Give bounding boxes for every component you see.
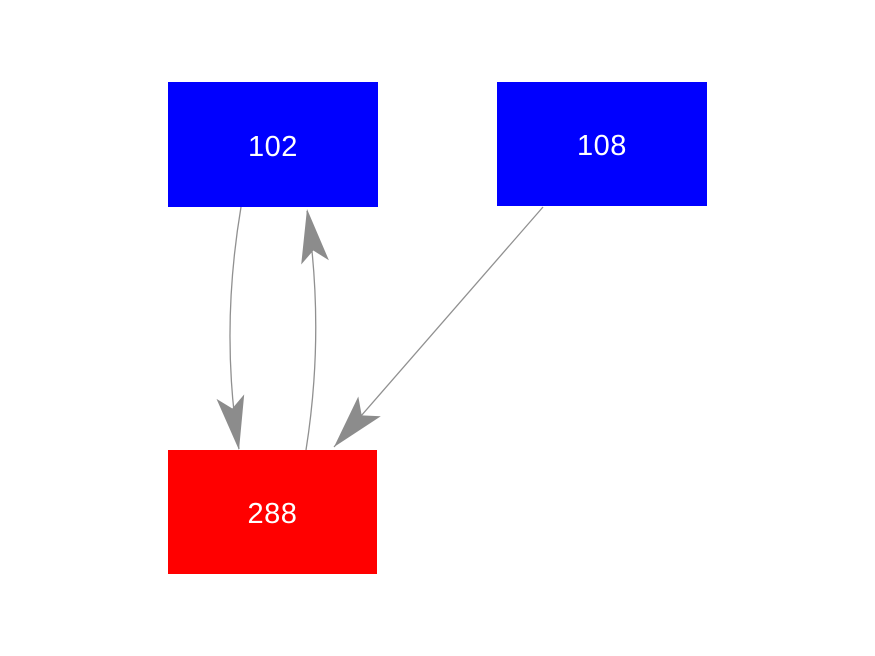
- arrowhead-up-into-102: [301, 209, 329, 265]
- arrowhead-down-into-288: [216, 394, 245, 450]
- edge-102-to-288: [216, 206, 245, 450]
- node-108-label: 108: [577, 130, 627, 162]
- node-102[interactable]: 102: [168, 82, 378, 207]
- edge-288-to-102-line: [305, 210, 317, 451]
- node-102-label: 102: [248, 130, 298, 163]
- edge-288-to-102: [301, 209, 329, 451]
- edge-102-to-288-line: [229, 206, 242, 450]
- edge-108-to-288-line: [333, 206, 544, 448]
- node-288[interactable]: 288: [168, 450, 377, 574]
- node-288-label: 288: [247, 498, 298, 530]
- node-108[interactable]: 108: [497, 82, 707, 206]
- edge-108-to-288: [333, 206, 544, 448]
- arrowhead-downleft-into-288: [334, 396, 381, 447]
